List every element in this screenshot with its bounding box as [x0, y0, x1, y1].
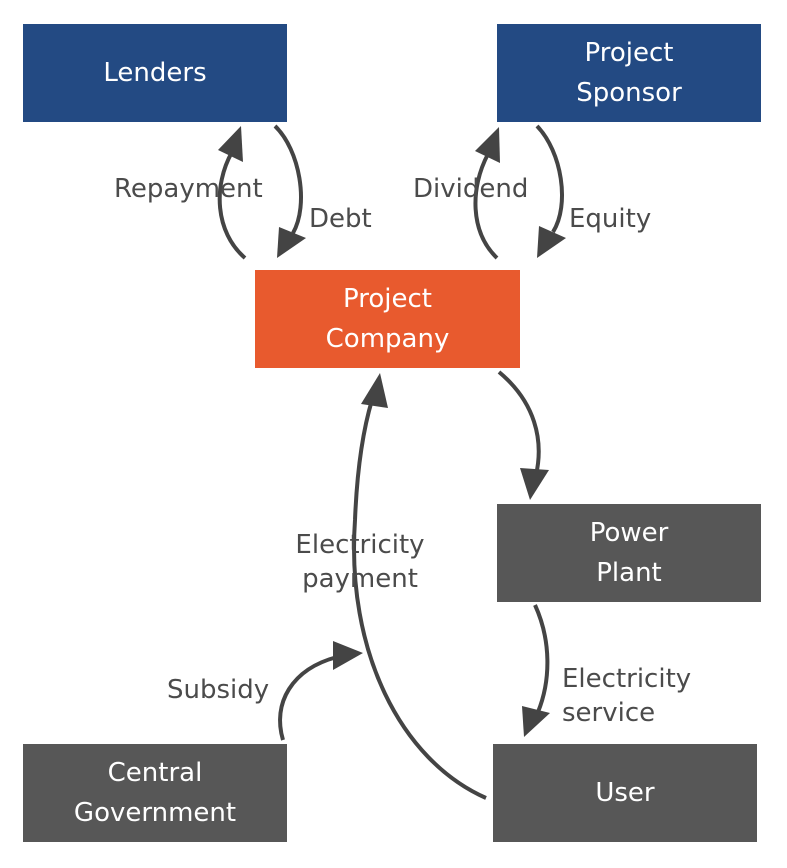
- equity-label: Equity: [569, 202, 651, 236]
- dividend-arrow: [473, 153, 499, 260]
- project-company-box: Project Company: [255, 270, 520, 368]
- power-plant-box: Power Plant: [497, 504, 761, 602]
- dividend-label: Dividend: [413, 172, 528, 206]
- electricity-payment-text-line-2: payment: [302, 564, 418, 594]
- project-company-label-line-1: Project: [343, 284, 432, 314]
- central-government-label-line-2: Government: [73, 798, 237, 828]
- debt-text: Debt: [309, 204, 372, 234]
- electricity-service-text-line-2: service: [562, 698, 656, 728]
- plant-to-user-arrow: [533, 604, 550, 713]
- dividend-arrowhead: [475, 127, 500, 163]
- lenders-box: Lenders: [23, 24, 287, 122]
- power-plant-label-line-1: Power: [589, 518, 669, 548]
- project-sponsor-box: Project Sponsor: [497, 24, 761, 122]
- electricity-payment-label: Electricity payment: [284, 528, 436, 596]
- company-to-plant-arrow: [497, 370, 541, 476]
- central-government-label-line-1: Central: [107, 758, 203, 788]
- subsidy-arrow: [278, 655, 338, 741]
- repayment-arrow: [217, 151, 247, 260]
- debt-arrow: [273, 124, 303, 234]
- project-sponsor-label-line-1: Project: [584, 38, 674, 68]
- user-to-company-arrow: [352, 399, 487, 800]
- electricity-payment-text-line-1: Electricity: [295, 530, 425, 560]
- user-to-company-arrowhead: [361, 373, 388, 408]
- subsidy-label: Subsidy: [167, 673, 269, 707]
- plant-to-user-arrowhead: [522, 706, 550, 737]
- power-plant-label-line-2: Plant: [596, 558, 662, 588]
- company-to-plant-arrowhead: [520, 468, 549, 500]
- equity-arrowhead: [537, 226, 566, 258]
- user-box: User: [493, 744, 757, 842]
- debt-label: Debt: [309, 202, 372, 236]
- equity-arrow: [535, 124, 564, 234]
- dividend-text: Dividend: [413, 174, 529, 204]
- subsidy-text: Subsidy: [167, 675, 270, 705]
- repayment-text: Repayment: [114, 174, 263, 204]
- repayment-label: Repayment: [114, 172, 263, 206]
- electricity-service-text-line-1: Electricity: [562, 664, 692, 694]
- lenders-label: Lenders: [103, 58, 207, 88]
- project-sponsor-label-line-2: Sponsor: [576, 78, 682, 108]
- electricity-service-label: Electricity service: [562, 662, 691, 730]
- equity-text: Equity: [569, 204, 652, 234]
- subsidy-arrowhead: [333, 641, 363, 670]
- central-government-box: Central Government: [23, 744, 287, 842]
- repayment-arrowhead: [218, 126, 243, 162]
- project-company-label-line-2: Company: [325, 324, 450, 354]
- user-label: User: [595, 778, 655, 808]
- debt-arrowhead: [277, 227, 306, 258]
